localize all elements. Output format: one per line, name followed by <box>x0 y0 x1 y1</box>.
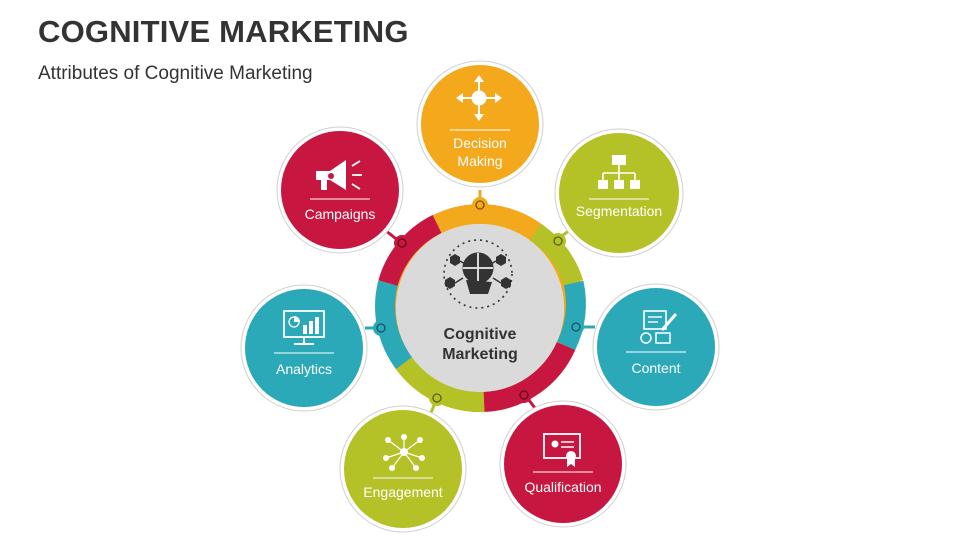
connector-content <box>568 319 595 335</box>
ring-segment-teal-right <box>556 280 586 351</box>
segmentation-hierarchy-icon <box>598 155 640 189</box>
ring-segment-green-top <box>529 223 584 287</box>
node-label-segmentation: Segmentation <box>575 203 663 219</box>
page-title: COGNITIVE MARKETING <box>38 14 409 49</box>
connector-decision <box>472 190 488 214</box>
connector-qualification <box>516 387 540 413</box>
center-disc <box>396 224 564 392</box>
certificate-icon <box>543 433 581 467</box>
decision-arrows-icon <box>456 75 502 121</box>
node-label-content: Content <box>631 360 681 376</box>
node-analytics <box>240 284 368 412</box>
node-label-decision-line1: Decision <box>453 135 507 151</box>
brain-network-icon <box>443 239 513 309</box>
node-label-decision: Decision Making <box>420 134 540 170</box>
node-label-qualification: Qualification <box>524 479 602 495</box>
analytics-monitor-icon <box>283 310 325 345</box>
content-edit-icon <box>640 310 678 344</box>
node-qualification <box>499 400 627 528</box>
node-label-analytics: Analytics <box>275 361 333 377</box>
connectors <box>365 190 595 421</box>
connector-analytics <box>365 320 392 336</box>
node-label-decision-line2: Making <box>457 153 503 169</box>
page-subtitle: Attributes of Cognitive Marketing <box>38 63 313 84</box>
engagement-network-icon <box>383 434 425 471</box>
center-label: Cognitive Marketing <box>400 325 560 365</box>
center-label-line1: Cognitive <box>443 326 517 343</box>
connector-segmentation <box>547 228 571 249</box>
node-label-campaigns: Campaigns <box>304 206 376 222</box>
center-label-line2: Marketing <box>442 346 518 363</box>
node-decision <box>416 60 544 188</box>
megaphone-icon <box>316 160 362 190</box>
node-content <box>592 283 720 411</box>
node-engagement <box>339 405 467 533</box>
node-campaigns <box>276 126 404 254</box>
ring-segment-red-bottom <box>483 341 576 412</box>
node-segmentation <box>554 128 684 258</box>
connector-campaigns <box>384 228 410 251</box>
node-label-engagement: Engagement <box>363 484 443 500</box>
